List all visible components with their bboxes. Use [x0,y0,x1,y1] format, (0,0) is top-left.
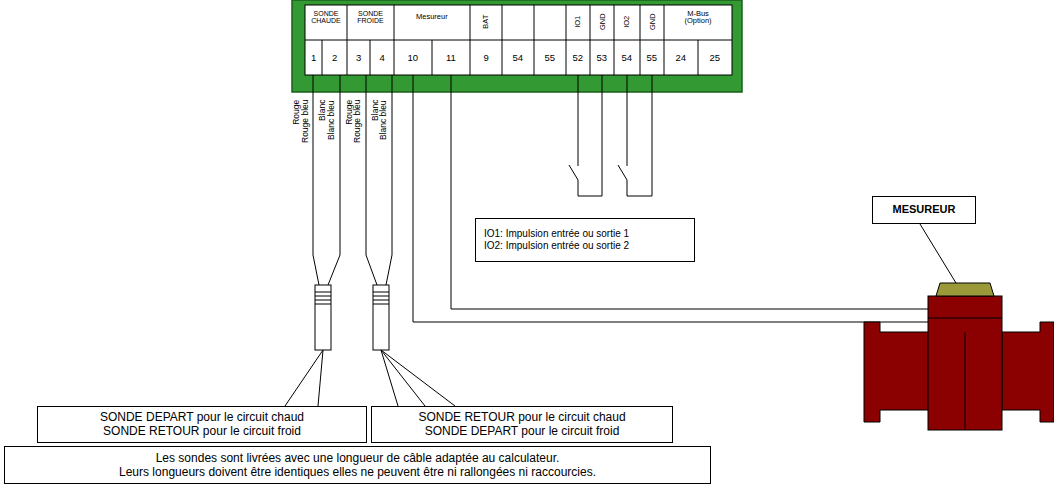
wire-color: Blanc [318,100,327,121]
callout-box: MESUREUR [872,196,976,224]
note-box: IO1: Impulsion entrée ou sortie 1IO2: Im… [475,218,695,262]
terminal-number: 2 [332,53,337,63]
terminal-header: SONDE FROIDE [349,10,393,24]
terminal-header: SONDE CHAUDE [306,10,346,24]
leader-line [285,350,455,406]
terminal-table [305,5,732,75]
meter-cap [936,283,994,296]
terminal-header: M-Bus (Option) [678,10,718,25]
hot-probe [315,285,331,350]
box-text: Les sondes sont livrées avec une longueu… [11,451,704,465]
meter-body [928,296,1002,430]
box-text: MESUREUR [881,203,967,216]
terminal-number: 9 [484,53,489,63]
box-text: SONDE RETOUR pour le circuit chaud [378,410,666,424]
note-box: Les sondes sont livrées avec une longueu… [4,446,711,484]
terminal-number: 10 [408,53,419,63]
terminal-number: 11 [446,53,456,63]
terminal-grid [305,5,732,75]
box-text: SONDE RETOUR pour le circuit froid [44,424,360,438]
probe-wire [313,75,392,285]
meter-flange [864,322,928,422]
callout-box: SONDE DEPART pour le circuit chaudSONDE … [37,406,367,443]
terminal-header: BAT [482,15,490,29]
terminal-number: 54 [513,53,524,63]
box-text: Leurs longueurs doivent être identiques … [11,465,704,479]
wire-color: Blanc bleu [379,100,388,140]
terminal-header: IO2 [623,16,631,28]
wire-color: Rouge bleu [353,100,362,143]
meter-flange [1002,322,1054,422]
terminal-number: 52 [573,53,584,63]
wire-color: Rouge [345,100,354,125]
meter-detail [928,318,1002,430]
terminal-header: GND [648,13,656,30]
terminal-number: 3 [356,53,361,63]
box-text: SONDE DEPART pour le circuit froid [378,424,666,438]
terminal-number: 24 [676,53,687,63]
terminal-number: 1 [311,53,316,63]
terminal-header: Mesureur [416,13,448,21]
callout-box: SONDE RETOUR pour le circuit chaudSONDE … [371,406,673,443]
leader-line [920,224,956,283]
terminal-number: 53 [597,53,608,63]
wire-color: Rouge [292,100,301,125]
box-text: IO2: Impulsion entrée ou sortie 2 [484,240,686,252]
meter-wire [413,75,928,322]
terminal-number: 25 [710,53,721,63]
terminal-number: 55 [545,53,556,63]
switch-symbol [569,75,652,196]
box-text: IO1: Impulsion entrée ou sortie 1 [484,228,686,240]
box-text: SONDE DEPART pour le circuit chaud [44,410,360,424]
terminal-number: 55 [647,53,658,63]
wire-color: Blanc bleu [327,100,336,140]
terminal-number: 54 [622,53,633,63]
probe-bands [315,292,389,304]
terminal-number: 4 [380,53,385,63]
terminal-header: GND [598,13,606,30]
wire-color: Rouge bleu [301,100,310,143]
terminal-block [292,0,742,92]
terminal-header: IO1 [574,16,582,28]
cold-probe [373,285,389,350]
